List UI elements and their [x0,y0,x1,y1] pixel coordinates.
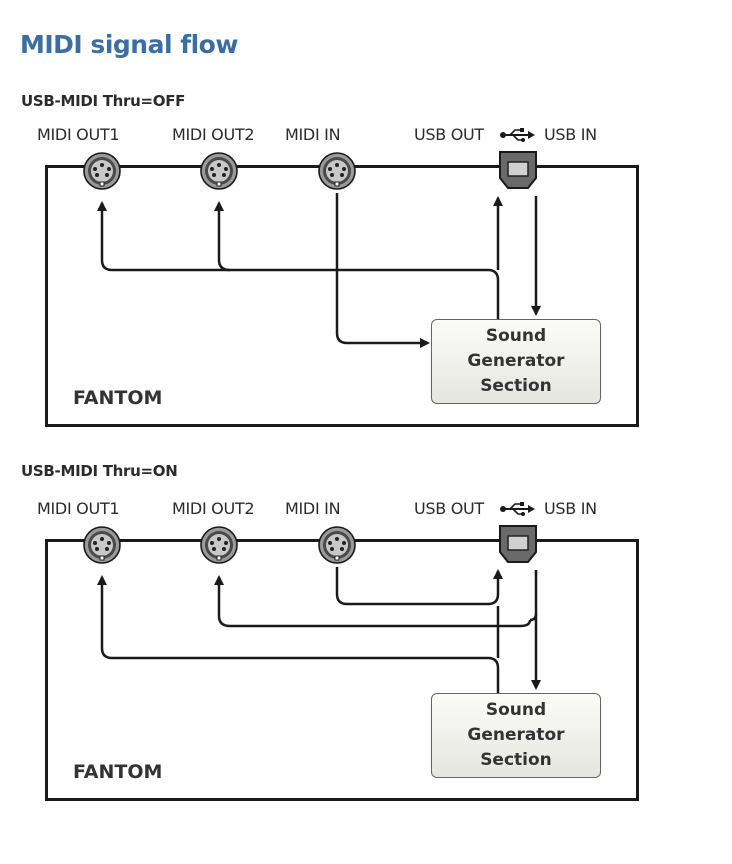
usb-b-connector-icon [499,151,537,189]
usb-symbol-icon [500,502,535,516]
label-midi-out2: MIDI OUT2 [172,499,255,518]
label-midi-in: MIDI IN [285,125,341,144]
midi-din-connector-icon [200,152,238,190]
section-heading: USB-MIDI Thru=ON [21,462,178,480]
label-midi-out1: MIDI OUT1 [37,125,120,144]
flow-to-midi-out2 [214,201,231,272]
section-thru-on: USB-MIDI Thru=ON MIDI OUT1 MIDI OUT2 MID… [0,374,732,801]
label-usb-in: USB IN [544,125,597,144]
label-usb-out: USB OUT [414,125,484,144]
midi-din-connector-icon [318,152,356,190]
flow-midi-in-to-usb-out [335,567,503,606]
label-midi-out1: MIDI OUT1 [37,499,120,518]
section-thru-off: USB-MIDI Thru=OFF MIDI OUT1 MIDI OUT2 MI… [0,0,732,427]
usb-b-connector-icon [499,525,537,563]
device-label: FANTOM [73,387,163,409]
midi-din-connector-icon [83,152,121,190]
flow-midi-in-to-sgs [335,193,430,348]
signal-flow-lines [97,502,541,693]
sound-generator-section: Sound Generator Section [431,319,601,404]
midi-din-connector-icon [200,526,238,564]
label-usb-out: USB OUT [414,499,484,518]
page-title: MIDI signal flow [20,30,238,59]
usb-symbol-icon [500,128,535,142]
flow-usb-to-midi-out1 [97,201,500,319]
label-midi-in: MIDI IN [285,499,341,518]
device-label: FANTOM [73,761,163,783]
signal-flow-lines [97,128,541,348]
label-usb-in: USB IN [544,499,597,518]
midi-din-connector-icon [83,526,121,564]
midi-din-connector-icon [318,526,356,564]
section-heading: USB-MIDI Thru=OFF [21,92,186,110]
sound-generator-label: Sound Generator Section [467,700,565,770]
flow-sgs-to-midi-out1 [97,575,500,693]
label-midi-out2: MIDI OUT2 [172,125,255,144]
sound-generator-section: Sound Generator Section [431,693,601,778]
sound-generator-label: Sound Generator Section [467,326,565,396]
flow-usb-in-to-midi-out2 [214,575,532,628]
